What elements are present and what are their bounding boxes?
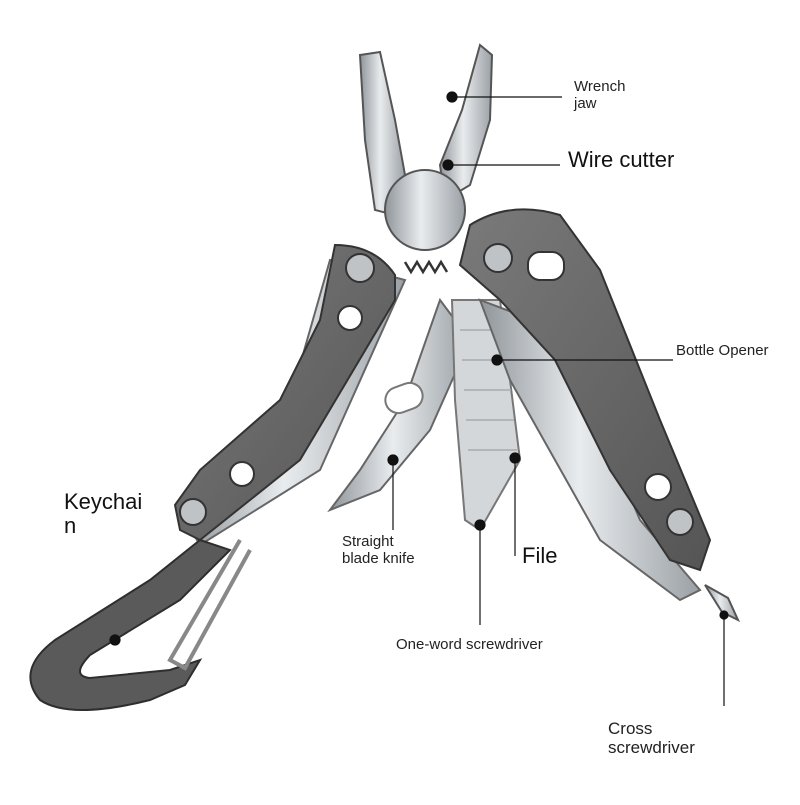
label-one-word-screwdriver: One-word screwdriver bbox=[396, 636, 543, 653]
label-bottle-opener: Bottle Opener bbox=[676, 342, 769, 359]
leader-lines bbox=[109, 91, 729, 706]
label-cross-screwdriver: Cross screwdriver bbox=[608, 719, 695, 757]
label-wire-cutter: Wire cutter bbox=[568, 147, 675, 172]
spring bbox=[403, 259, 449, 275]
carabiner bbox=[29, 538, 232, 711]
cross-screwdriver-tip bbox=[704, 584, 741, 623]
label-straight-blade-knife: Straight blade knife bbox=[342, 533, 415, 567]
knife-slot bbox=[384, 381, 424, 415]
label-keychain: Keychai n bbox=[64, 489, 143, 539]
label-file: File bbox=[522, 543, 558, 568]
label-wrench-jaw: Wrench jaw bbox=[574, 78, 626, 112]
pivot bbox=[384, 169, 466, 251]
carabiner-gate bbox=[167, 538, 252, 671]
